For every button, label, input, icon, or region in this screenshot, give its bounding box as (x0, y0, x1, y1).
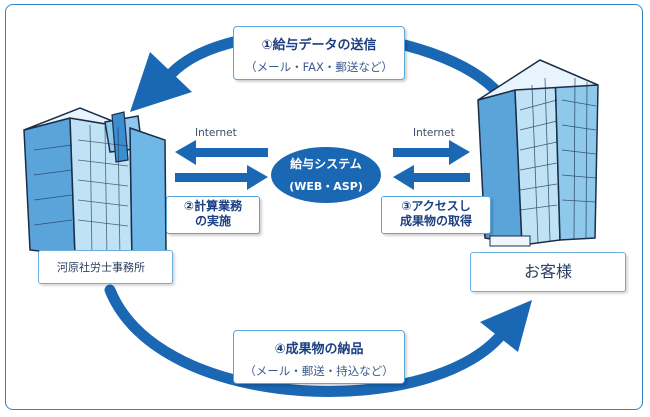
internet-label-left: Internet (195, 127, 237, 139)
left-exchange-arrows (175, 140, 268, 190)
step-send-box: ①給与データの送信 （メール・FAX・郵送など） (233, 26, 405, 80)
top-flow-arrowhead (130, 52, 192, 112)
step-access-line2: 成果物の取得 (399, 214, 472, 228)
customer-building-icon (477, 59, 599, 247)
step-send-detail: （メール・FAX・郵送など） (245, 60, 393, 74)
customer-name-box: お客様 (470, 252, 626, 292)
step-calc-line2: の実施 (194, 214, 231, 228)
step-calc-line1: ②計算業務 (183, 199, 243, 213)
system-label: 給与システム (WEB・ASP) (271, 155, 381, 194)
step-deliver-title: ④成果物の納品 (274, 342, 364, 357)
step-access-box: ③アクセスし 成果物の取得 (381, 196, 491, 234)
step-deliver-box: ④成果物の納品 （メール・郵送・持込など） (233, 330, 405, 384)
bottom-flow-arrowhead (480, 300, 532, 352)
internet-label-right: Internet (413, 127, 455, 139)
office-name-box: 河原社労士事務所 (38, 250, 173, 284)
step-access-line1: ③アクセスし (401, 199, 471, 213)
step-send-title: ①給与データの送信 (261, 38, 377, 53)
system-name: 給与システム (290, 157, 362, 171)
step-calc-box: ②計算業務 の実施 (166, 196, 260, 234)
right-exchange-arrows (393, 140, 470, 190)
system-mode: (WEB・ASP) (289, 180, 363, 193)
office-building-icon (23, 107, 167, 263)
system-ellipse (271, 147, 381, 203)
office-name: 河原社労士事務所 (57, 261, 145, 274)
bottom-flow-arrow (104, 284, 511, 397)
customer-name: お客様 (523, 262, 572, 281)
step-deliver-detail: （メール・郵送・持込など） (244, 364, 394, 378)
